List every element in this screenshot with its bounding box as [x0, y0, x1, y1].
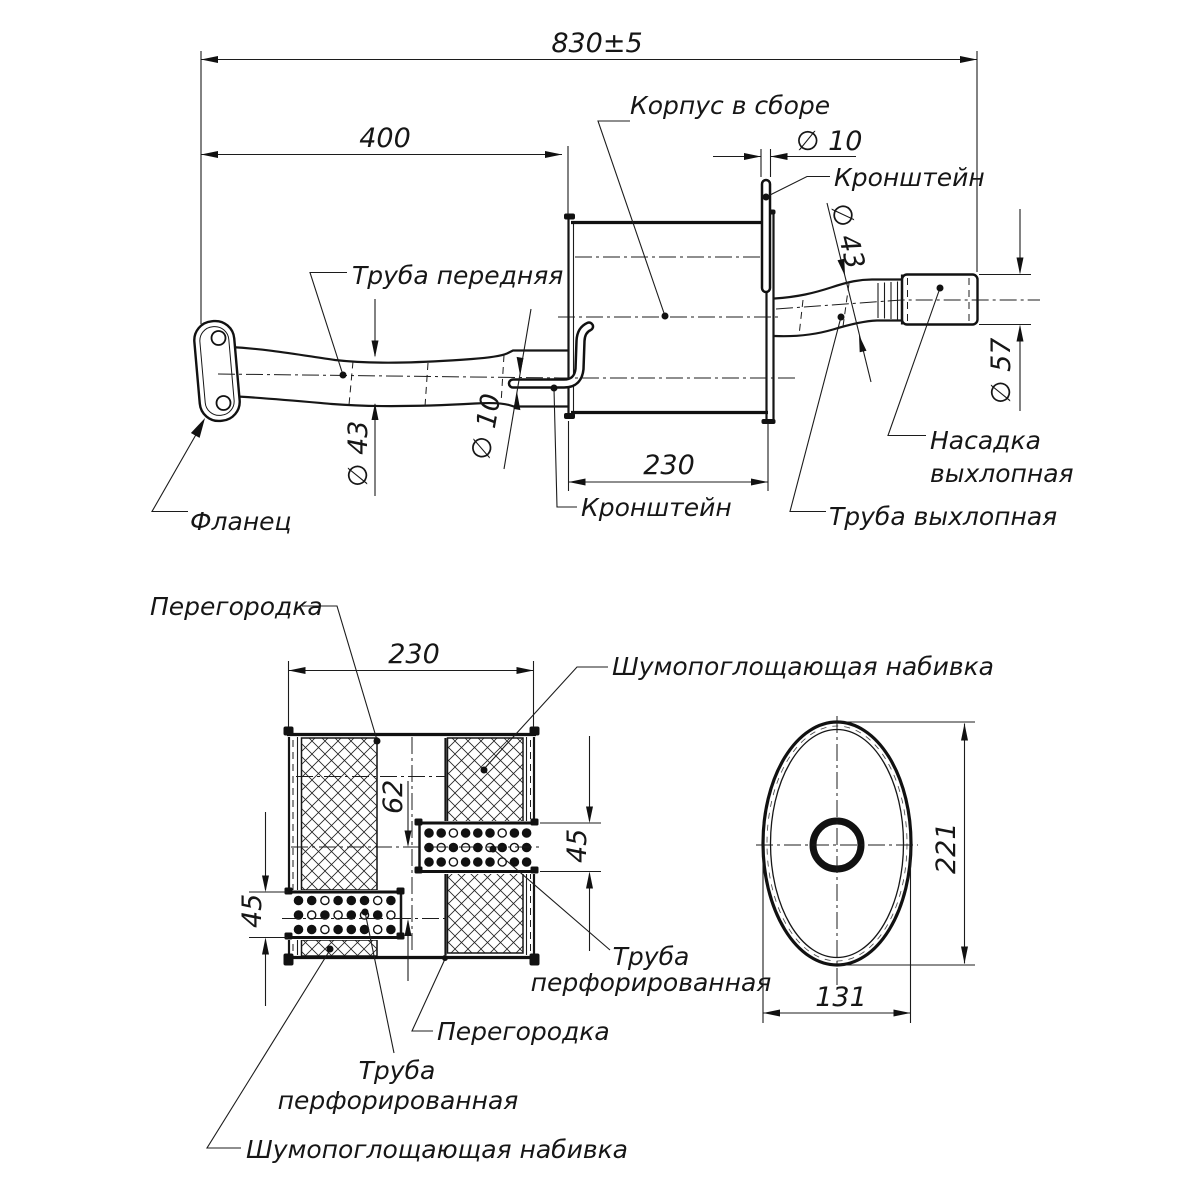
flange-hole — [215, 395, 232, 411]
end-view — [756, 716, 918, 990]
label-bracket-top-text: Кронштейн — [834, 163, 985, 192]
label-perf-pipe-right: Труба перфорированная — [489, 845, 772, 997]
dim-62: 62 — [378, 780, 412, 981]
label-bracket-bottom: Кронштейн — [550, 384, 732, 522]
label-perf-pipe-bottom-text1: Труба — [359, 1056, 436, 1085]
dim-221: 221 — [839, 721, 975, 966]
section-centerlines — [282, 737, 541, 953]
label-partition-bottom-text: Перегородка — [437, 1017, 610, 1046]
dim-400: 400 — [201, 123, 569, 215]
label-exhaust-pipe: Труба выхлопная — [789, 313, 1057, 531]
stuffing-blocks — [300, 737, 524, 957]
label-stuffing-top: Шумопоглощающая набивка — [480, 652, 994, 774]
dim-131-text: 131 — [815, 982, 867, 1013]
label-partition-bottom: Перегородка — [411, 955, 610, 1046]
label-perf-pipe-bottom: Труба перфорированная — [278, 908, 519, 1115]
dim-45-right-text: 45 — [562, 829, 593, 863]
dim-62-text: 62 — [378, 780, 409, 814]
label-bracket-bottom-text: Кронштейн — [581, 493, 732, 522]
dim-d10-top: ∅ 10 — [713, 126, 862, 177]
dim-d10-top-text: ∅ 10 — [796, 126, 862, 157]
label-bracket-top: Кронштейн — [762, 163, 985, 201]
dim-830-text: 830±5 — [551, 28, 642, 59]
label-exhaust-tip: Насадка выхлопная — [887, 284, 1074, 488]
dim-221-text: 221 — [931, 822, 962, 874]
label-exhaust-pipe-text: Труба выхлопная — [829, 502, 1057, 531]
label-partition-top: Перегородка — [150, 592, 381, 745]
dim-d57-text: ∅ 57 — [986, 338, 1017, 404]
dim-230-section-text: 230 — [388, 639, 440, 670]
dim-d43-exhaust-text: ∅ 43 — [824, 200, 870, 272]
label-stuffing-top-text: Шумопоглощающая набивка — [612, 652, 994, 681]
front-pipe — [229, 345, 568, 408]
side-view-centerlines — [217, 256, 1040, 379]
dim-45-left: 45 — [237, 812, 288, 1006]
label-stuffing-bottom: Шумопоглощающая набивка — [206, 945, 628, 1164]
label-perf-pipe-right-text2: перфорированная — [531, 968, 772, 997]
section-view — [282, 726, 541, 966]
dim-230-section: 230 — [287, 639, 535, 727]
dim-45-left-text: 45 — [237, 894, 268, 928]
flange-hole — [210, 330, 227, 346]
dim-830: 830±5 — [200, 28, 978, 324]
label-stuffing-bottom-text: Шумопоглощающая набивка — [246, 1135, 628, 1164]
label-body-assembly: Корпус в сборе — [597, 91, 830, 320]
dim-d43-front: ∅ 43 — [343, 299, 379, 496]
perf-pipe-right — [414, 818, 539, 874]
label-flange: Фланец — [151, 418, 292, 536]
dim-d10-bottom-text: ∅ 10 — [465, 391, 507, 462]
label-perf-pipe-bottom-text2: перфорированная — [278, 1086, 519, 1115]
label-exhaust-tip-text1: Насадка — [930, 426, 1041, 455]
dim-131: 131 — [762, 847, 912, 1023]
side-view — [193, 178, 1040, 424]
label-front-pipe-text: Труба передняя — [352, 261, 563, 290]
label-body-assembly-text: Корпус в сборе — [630, 91, 830, 120]
dim-400-text: 400 — [359, 123, 411, 154]
dim-230-side: 230 — [567, 421, 769, 491]
exhaust-pipe — [774, 278, 902, 338]
dim-d10-bottom: ∅ 10 — [465, 308, 532, 470]
label-partition-top-text: Перегородка — [150, 592, 323, 621]
label-front-pipe: Труба передняя — [309, 261, 563, 379]
label-flange-text: Фланец — [190, 507, 292, 536]
hanger-hook — [507, 321, 595, 389]
dim-d43-front-text: ∅ 43 — [343, 421, 374, 487]
label-exhaust-tip-text2: выхлопная — [930, 459, 1074, 488]
dim-d57: ∅ 57 — [979, 209, 1031, 411]
perf-pipe-left — [284, 887, 406, 940]
label-perf-pipe-right-text1: Труба — [613, 942, 690, 971]
flange — [193, 319, 241, 423]
dim-230-side-text: 230 — [643, 450, 695, 481]
dim-45-right: 45 — [540, 736, 601, 951]
